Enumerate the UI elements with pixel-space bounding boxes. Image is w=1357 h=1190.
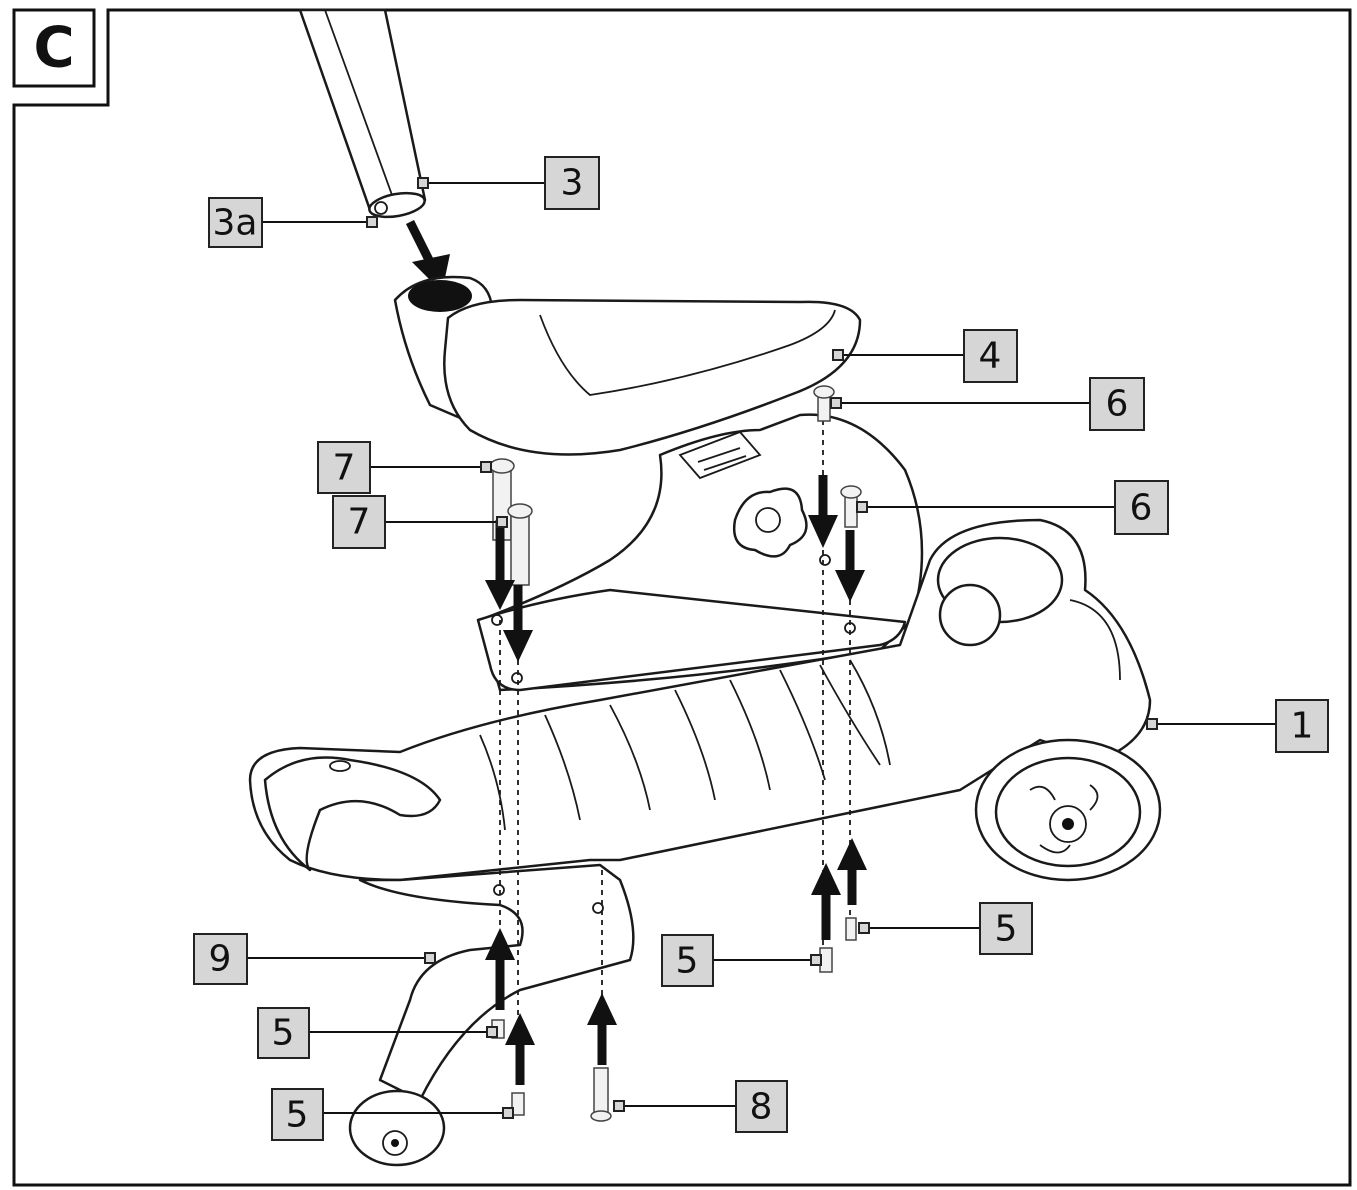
callout-6-upper: 6 — [830, 377, 1145, 431]
svg-text:7: 7 — [333, 448, 356, 489]
svg-text:8: 8 — [750, 1087, 773, 1128]
callout-5-right: 5 — [858, 902, 1033, 955]
svg-text:3: 3 — [561, 163, 584, 204]
scooter-deck — [248, 518, 1162, 882]
svg-text:7: 7 — [348, 502, 371, 543]
callout-1: 1 — [1146, 699, 1329, 753]
front-leg — [348, 863, 635, 1167]
svg-text:6: 6 — [1106, 384, 1129, 425]
screws — [489, 385, 862, 1122]
svg-text:3a: 3a — [213, 203, 258, 244]
callout-7-lower: 7 — [332, 495, 508, 549]
callout-5-middle: 5 — [661, 934, 822, 987]
callout-7-upper: 7 — [317, 441, 492, 494]
svg-text:5: 5 — [995, 909, 1018, 950]
callout-5-left-upper: 5 — [257, 1007, 498, 1059]
callout-9: 9 — [193, 933, 436, 985]
callout-3a: 3a — [208, 197, 378, 248]
handlebar-tube — [298, 8, 427, 219]
callout-3: 3 — [417, 156, 600, 210]
svg-text:5: 5 — [286, 1095, 309, 1136]
diagram-frame — [12, 8, 1352, 1187]
svg-text:1: 1 — [1291, 706, 1314, 747]
svg-text:4: 4 — [979, 336, 1002, 377]
svg-text:6: 6 — [1130, 488, 1153, 529]
step-label: C — [33, 16, 74, 81]
svg-text:5: 5 — [676, 941, 699, 982]
callout-5-left-lower: 5 — [271, 1088, 514, 1141]
svg-text:9: 9 — [209, 939, 232, 980]
callout-8: 8 — [613, 1080, 788, 1133]
callout-4: 4 — [832, 329, 1018, 383]
assembly-arrows — [485, 475, 867, 1085]
step-label-box: C — [12, 8, 96, 88]
callout-6-lower: 6 — [856, 480, 1169, 535]
seat — [393, 275, 862, 456]
svg-text:5: 5 — [272, 1013, 295, 1054]
